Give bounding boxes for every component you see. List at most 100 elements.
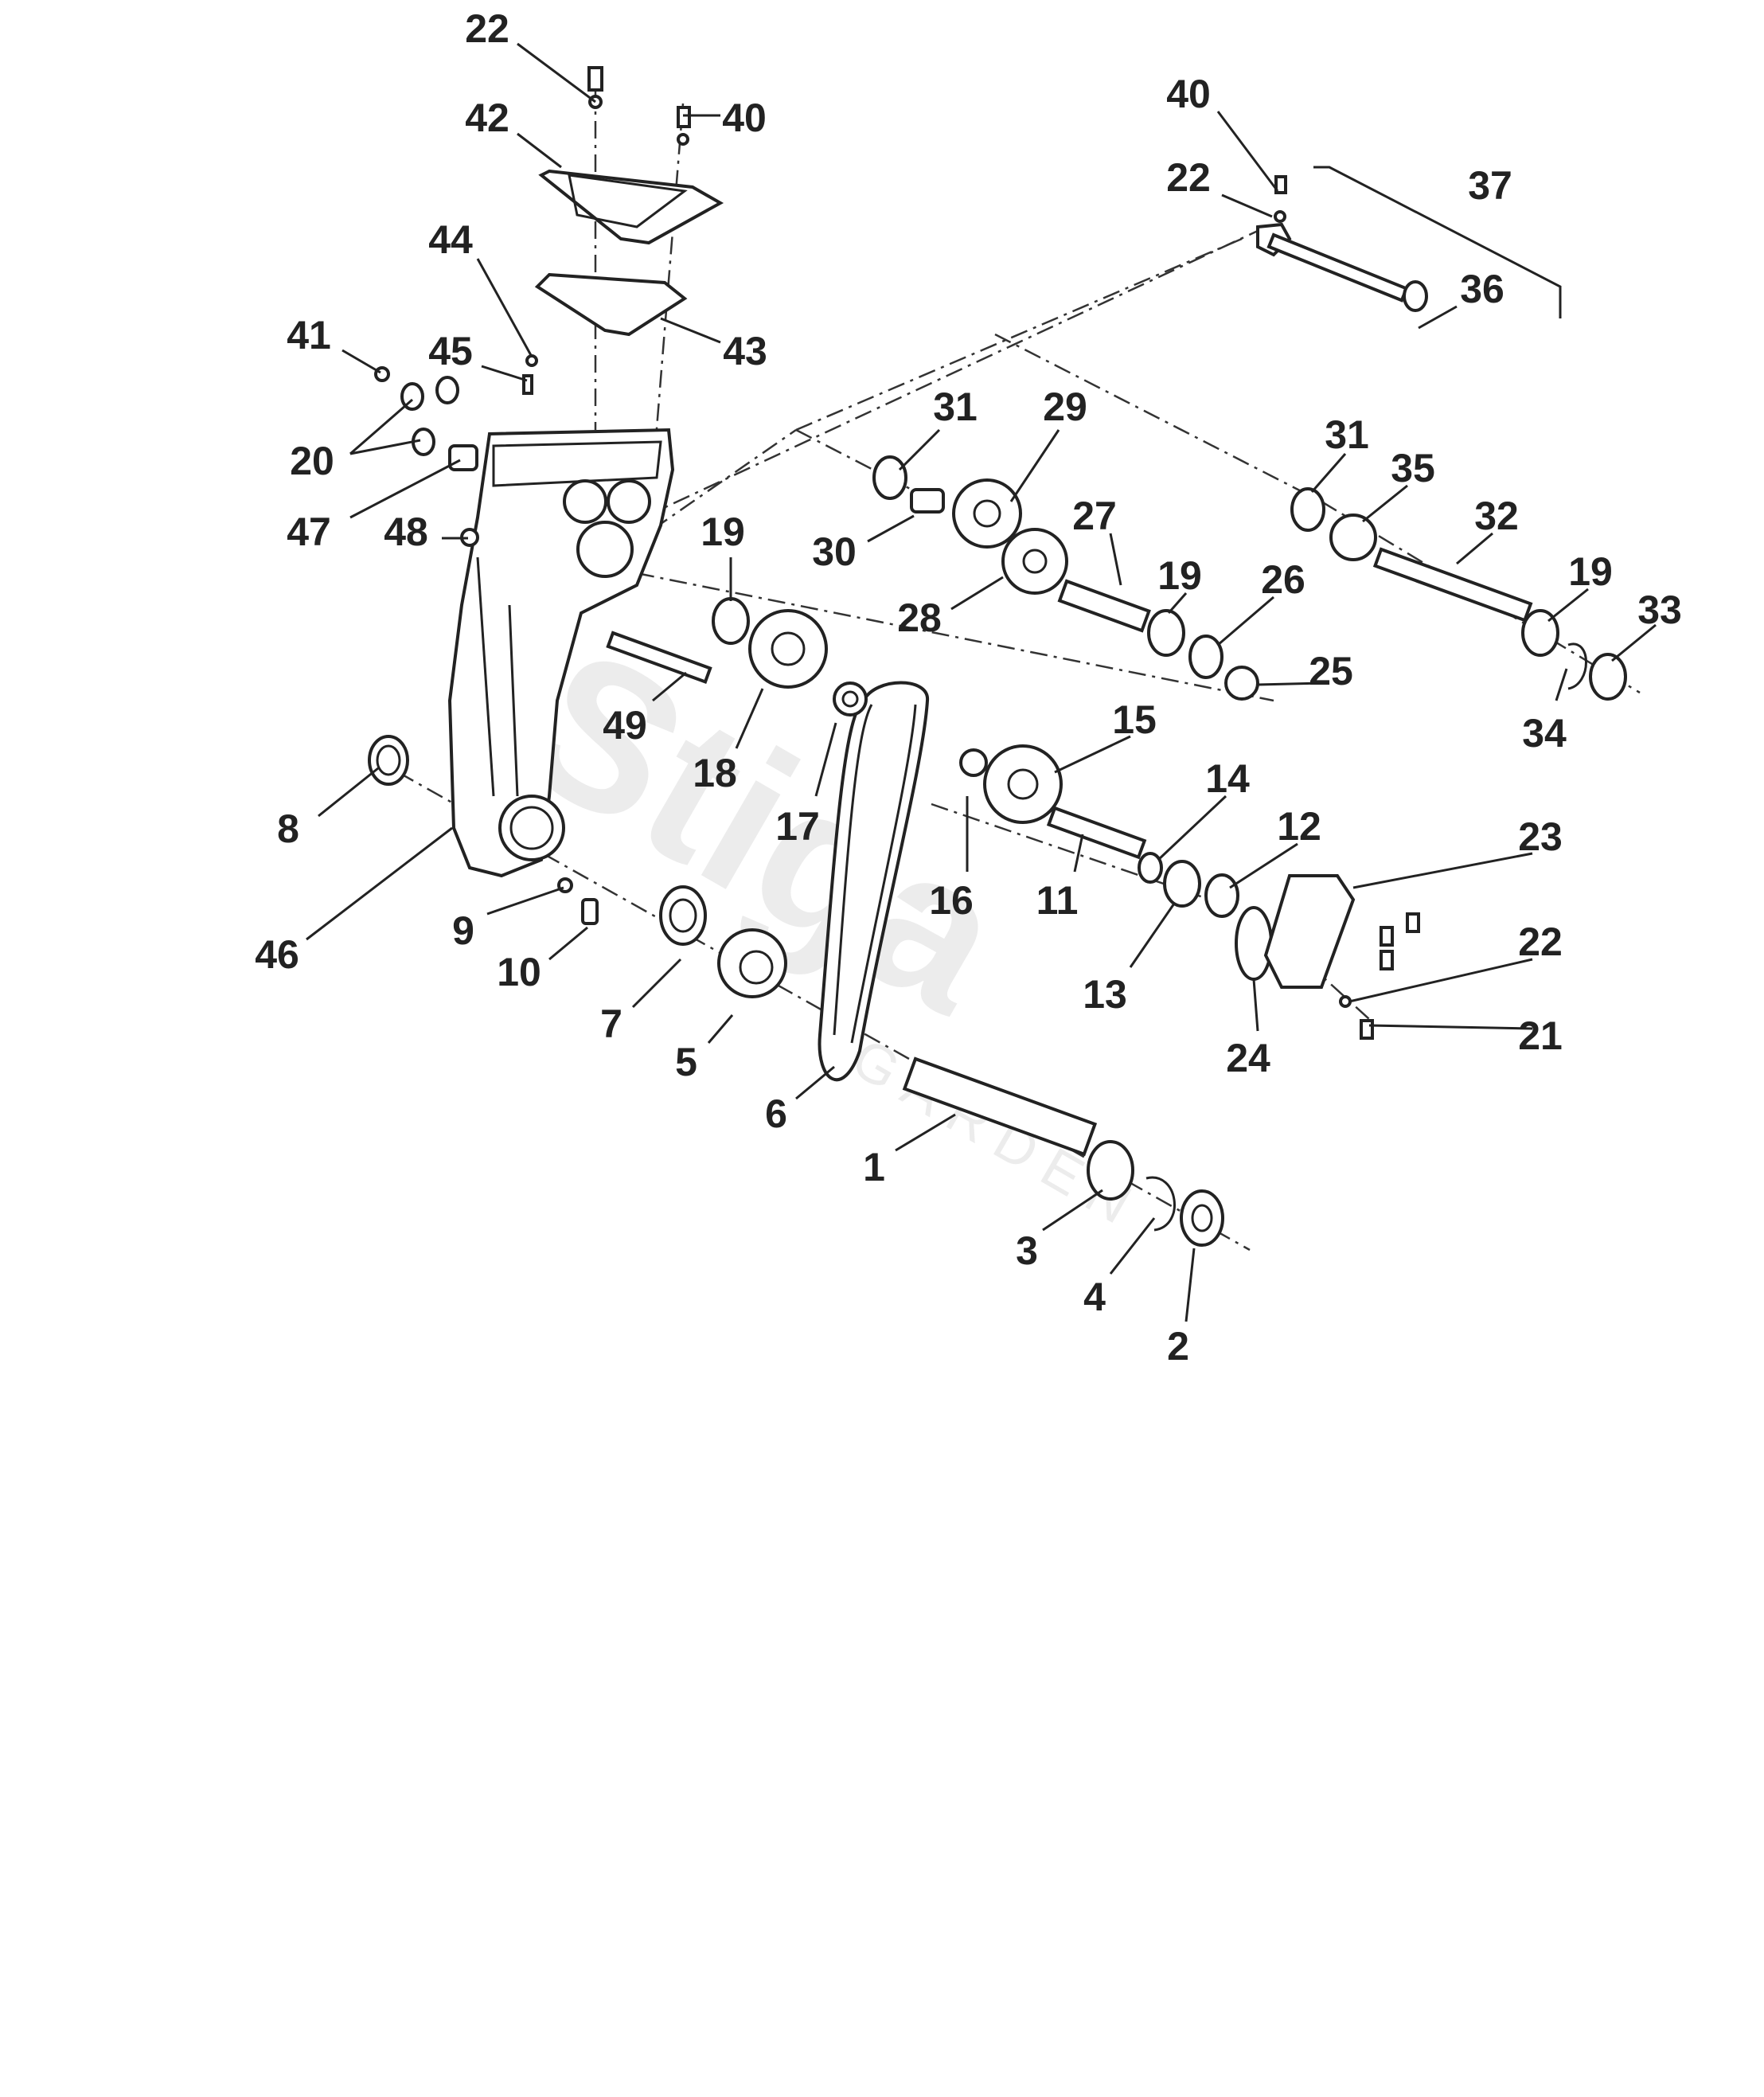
leader-30: [867, 514, 915, 543]
leader-2: [1184, 1248, 1196, 1322]
leader-20b: [349, 439, 421, 455]
cover-gasket: [534, 272, 688, 337]
callout-c28: 28: [897, 596, 942, 640]
housing-hardware: [368, 66, 712, 925]
callout-c11: 11: [1036, 878, 1079, 923]
callout-c25: 25: [1309, 649, 1353, 693]
callout-c9: 9: [452, 908, 474, 953]
callout-c31b: 31: [1325, 412, 1369, 457]
drive-chain: [818, 681, 929, 1082]
callout-c22b: 22: [1166, 155, 1211, 200]
leader-25: [1257, 681, 1326, 686]
callout-c10: 10: [497, 950, 541, 994]
callout-c12: 12: [1277, 804, 1321, 849]
leader-14: [1157, 795, 1227, 861]
callout-c1: 1: [863, 1145, 885, 1189]
callout-c45: 45: [428, 329, 473, 373]
leader-12: [1229, 842, 1298, 889]
leader-40-right: [1216, 111, 1279, 192]
callout-c15: 15: [1112, 697, 1157, 742]
callout-c27: 27: [1072, 494, 1117, 538]
output-shaft-assembly: [659, 885, 1224, 1247]
leader-13: [1129, 903, 1176, 968]
callout-c23: 23: [1518, 814, 1563, 859]
watermark-sub: GARDEN: [841, 1026, 1153, 1242]
callout-c32: 32: [1474, 494, 1519, 538]
leader-5: [707, 1014, 734, 1044]
leader-15: [1054, 735, 1131, 774]
callout-c21: 21: [1518, 1013, 1563, 1058]
leader-20a: [349, 398, 413, 455]
leader-28: [950, 576, 1004, 611]
leader-45: [481, 365, 528, 382]
leader-29: [1009, 429, 1060, 502]
callout-c36: 36: [1460, 267, 1504, 311]
callout-c19a: 19: [701, 510, 745, 554]
callout-c19c: 19: [1568, 549, 1613, 594]
callout-c8: 8: [277, 806, 299, 851]
callout-c20: 20: [290, 439, 334, 483]
leader-21: [1368, 1024, 1533, 1030]
callout-c13: 13: [1083, 972, 1127, 1017]
leader-32: [1456, 532, 1493, 565]
callout-c30: 30: [812, 529, 857, 574]
callout-c48: 48: [384, 510, 428, 554]
leader-26: [1217, 596, 1274, 646]
callout-c41: 41: [287, 313, 331, 357]
leader-7: [631, 958, 682, 1009]
leader-22-right: [1221, 193, 1273, 218]
leader-4: [1109, 1217, 1156, 1275]
callout-c22c: 22: [1518, 920, 1563, 964]
leader-22-lower: [1348, 958, 1533, 1003]
leader-19b: [1167, 592, 1188, 614]
leader-18: [735, 688, 764, 749]
callout-c18: 18: [693, 751, 737, 795]
callout-c46: 46: [255, 932, 299, 977]
leader-10: [548, 926, 588, 961]
callout-c43: 43: [723, 329, 767, 373]
leader-31a: [898, 428, 941, 471]
callout-c40b: 40: [1166, 72, 1211, 116]
leader-22-top: [517, 42, 596, 103]
leader-34: [1555, 668, 1568, 701]
callout-c2: 2: [1167, 1324, 1189, 1369]
callout-c29: 29: [1043, 385, 1087, 429]
leader-27: [1109, 533, 1122, 586]
callout-c34: 34: [1522, 711, 1567, 756]
callout-c40a: 40: [722, 96, 767, 140]
leader-11: [1073, 834, 1084, 873]
callout-c42: 42: [465, 96, 509, 140]
leader-31b: [1310, 453, 1347, 493]
leader-46: [306, 826, 453, 941]
callout-c37: 37: [1468, 163, 1512, 208]
callout-c49: 49: [603, 703, 647, 748]
callout-c24: 24: [1226, 1036, 1270, 1080]
leader-8: [318, 767, 379, 818]
intermediate-gears: [712, 597, 1420, 1040]
callout-c35: 35: [1391, 446, 1435, 490]
callout-c26: 26: [1261, 557, 1305, 602]
callout-c31a: 31: [933, 385, 978, 429]
top-cover: [538, 169, 724, 245]
leader-49: [652, 671, 687, 702]
leader-9: [486, 886, 564, 916]
leader-1: [895, 1113, 956, 1152]
leader-42: [517, 132, 562, 169]
callout-c14: 14: [1205, 756, 1250, 801]
callout-c16: 16: [929, 878, 974, 923]
callout-c22a: 22: [465, 6, 509, 51]
leader-19c: [1547, 588, 1589, 623]
callout-c3: 3: [1016, 1228, 1038, 1273]
callout-c19b: 19: [1157, 553, 1202, 598]
gearbox-housing: [447, 428, 675, 878]
callout-c7: 7: [600, 1002, 622, 1046]
callout-c17: 17: [775, 804, 820, 849]
callout-c6: 6: [765, 1091, 787, 1136]
leader-33: [1611, 623, 1657, 662]
leader-6: [795, 1065, 835, 1100]
leader-17: [814, 722, 837, 797]
callout-c44: 44: [428, 217, 473, 262]
leader-44: [476, 258, 533, 357]
leader-41: [341, 349, 381, 374]
